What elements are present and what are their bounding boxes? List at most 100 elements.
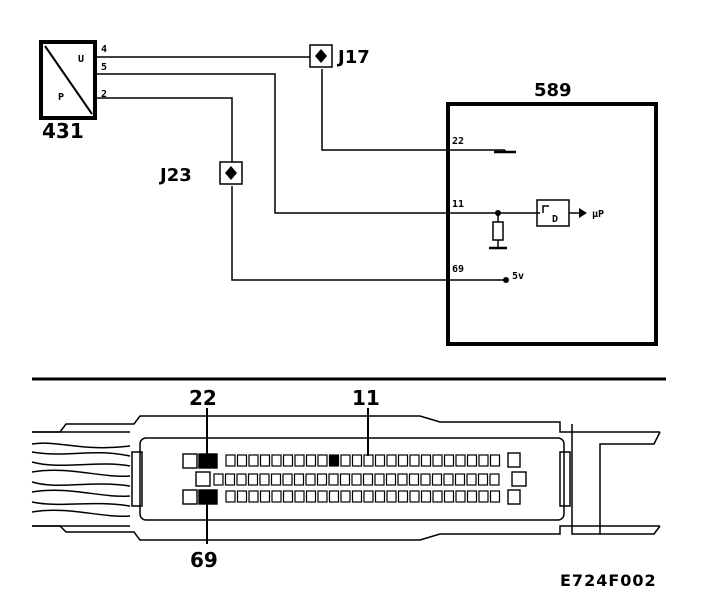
pin-cavity	[317, 454, 328, 467]
output-label: µP	[592, 209, 604, 220]
pin-cavity	[340, 490, 351, 503]
figure-code: E724F002	[560, 571, 657, 590]
ecu-pin-22: 22	[452, 136, 464, 147]
pin-cavity	[454, 473, 466, 486]
pin-cavity	[293, 473, 305, 486]
wire-j23-69	[231, 186, 505, 281]
pin-cavity	[397, 490, 409, 503]
pin-cavity	[409, 454, 420, 467]
pin-cavity	[248, 490, 259, 503]
resistor-icon	[492, 221, 504, 241]
wire-pin2-j23	[97, 97, 233, 162]
pin-cavity	[374, 473, 385, 486]
supply-dot	[503, 277, 509, 283]
pin-cavity	[466, 473, 477, 486]
connector-latch-right	[559, 451, 571, 507]
pin-cavity	[477, 473, 489, 486]
connector-j17: J17	[309, 44, 370, 68]
sensor-431: U P 4 5 2 431	[39, 40, 107, 143]
connector-pin-label-11: 11	[352, 386, 380, 410]
ecu-label: 589	[534, 80, 572, 101]
input-block-letter: D	[552, 214, 558, 225]
j17-terminal-icon	[315, 49, 327, 63]
ecu-589: 589 22 11 69 D µP 5v	[446, 80, 658, 346]
supply-label: 5v	[512, 271, 524, 282]
wire-harness	[31, 431, 131, 527]
highlighted-pin-cavity	[198, 453, 218, 469]
pin-cavity	[351, 490, 363, 503]
end-cavity	[511, 471, 527, 487]
end-cavity	[182, 453, 198, 469]
pin-cavity	[328, 473, 339, 486]
pin-cavity	[489, 490, 501, 503]
pin-cavity	[305, 473, 316, 486]
connector-pin-label-22: 22	[189, 386, 217, 410]
housing-top	[32, 415, 660, 433]
pin-cavity	[282, 454, 294, 467]
pin-cavity	[385, 473, 397, 486]
end-cavity	[195, 471, 211, 487]
pin-cavity	[363, 454, 374, 467]
ecu-box	[446, 102, 658, 346]
sensor-pin-4: 4	[101, 44, 107, 55]
pin-cavity	[259, 490, 271, 503]
pin-cavity	[408, 473, 420, 486]
pin-cavity	[397, 473, 408, 486]
end-cavity	[507, 452, 521, 468]
pin-cavity	[397, 454, 409, 467]
pin-cavity	[420, 490, 432, 503]
j17-label: J17	[336, 47, 370, 68]
pin-cavity	[374, 490, 386, 503]
wires	[97, 56, 540, 281]
pin-cavity	[455, 454, 466, 467]
pin-cavity	[386, 490, 397, 503]
sensor-pin-2: 2	[101, 89, 107, 100]
connector-latch-left	[131, 451, 143, 507]
pin-cavity	[294, 454, 305, 467]
pin-cavity	[270, 473, 282, 486]
output-arrow-icon	[579, 208, 587, 218]
pin-cavity	[363, 490, 374, 503]
pin-cavity	[328, 454, 340, 467]
pin-cavity	[432, 454, 443, 467]
pin-cavity	[340, 454, 351, 467]
pin-cavity	[282, 473, 293, 486]
pin-cavity	[225, 454, 236, 467]
j23-box	[219, 161, 243, 185]
wire-pin5-11	[97, 73, 540, 214]
housing-bottom	[32, 525, 660, 541]
wire-j17-22	[321, 69, 505, 151]
connector-pin-label-69: 69	[190, 548, 218, 572]
pin-cavity	[224, 473, 236, 486]
pin-cavity	[432, 490, 443, 503]
pin-cavity	[213, 473, 224, 486]
j17-box	[309, 44, 333, 68]
pin-cavity	[282, 490, 294, 503]
pin-cavity	[305, 490, 317, 503]
pin-cavity	[236, 490, 248, 503]
pin-cavity	[420, 473, 431, 486]
end-cavity	[507, 489, 521, 505]
pin-cavities	[182, 452, 527, 505]
sensor-pin-5: 5	[101, 62, 107, 73]
ecu-pin-69: 69	[452, 264, 464, 275]
pin-cavity	[339, 473, 351, 486]
connector-body	[139, 437, 565, 521]
pin-cavity	[489, 454, 501, 467]
pin-cavity	[236, 473, 247, 486]
lock-clip	[571, 424, 661, 535]
pin-cavity	[466, 454, 478, 467]
pin-cavity	[305, 454, 317, 467]
ecu-pin-11: 11	[452, 199, 464, 210]
pin-cavity	[351, 454, 363, 467]
pin-cavity	[259, 473, 270, 486]
end-cavity	[182, 489, 198, 505]
pin-cavity	[409, 490, 420, 503]
pin-cavity	[489, 473, 500, 486]
pin-cavity	[317, 490, 328, 503]
pin-cavity	[455, 490, 466, 503]
pin-cavity	[271, 490, 282, 503]
pin-cavity	[443, 473, 454, 486]
